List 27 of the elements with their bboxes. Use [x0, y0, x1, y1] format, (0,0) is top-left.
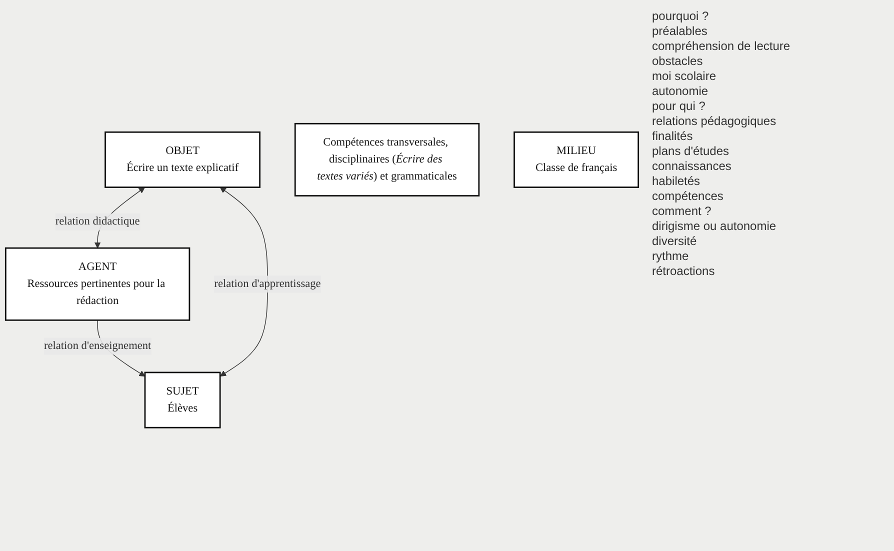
edge-label: relation didactique [55, 215, 140, 228]
note-text: diversité [652, 234, 698, 248]
note-text: pour qui ? [652, 99, 706, 113]
note-text: rythme [652, 249, 690, 263]
node-box: MILIEU Classe de français [514, 131, 640, 188]
node-box: SUJET Élèves [144, 372, 221, 428]
note-text: finalités [652, 129, 694, 143]
note-text: relations pédagogiques [652, 114, 778, 128]
note-text: comment ? [652, 204, 712, 218]
note-text: préalables [652, 24, 708, 38]
note-text: moi scolaire [652, 69, 718, 83]
note-text: plans d'études [652, 144, 730, 158]
note-text: obstacles [652, 54, 704, 68]
note-text: habiletés [652, 174, 702, 188]
node-box: OBJET Écrire un texte explicatif [104, 131, 260, 188]
node-box: AGENT Ressources pertinentes pour la rédaction [4, 247, 190, 321]
note-text: dirigisme ou autonomie [652, 219, 778, 233]
arrow [220, 186, 268, 376]
note-text: autonomie [652, 84, 710, 98]
note-text: pourquoi ? [652, 9, 710, 23]
note-text: connaissances [652, 159, 732, 173]
edge-label: relation d'apprentissage [214, 278, 321, 290]
edge-label: relation d'enseignement [44, 340, 152, 352]
note-text: compétences [652, 189, 724, 203]
node-box: Compétences transversales, disciplinaires (Écrire des textes variés) et grammaticales [294, 122, 480, 196]
note-text: compréhension de lecture [652, 39, 792, 53]
note-text: rétroactions [652, 264, 716, 278]
